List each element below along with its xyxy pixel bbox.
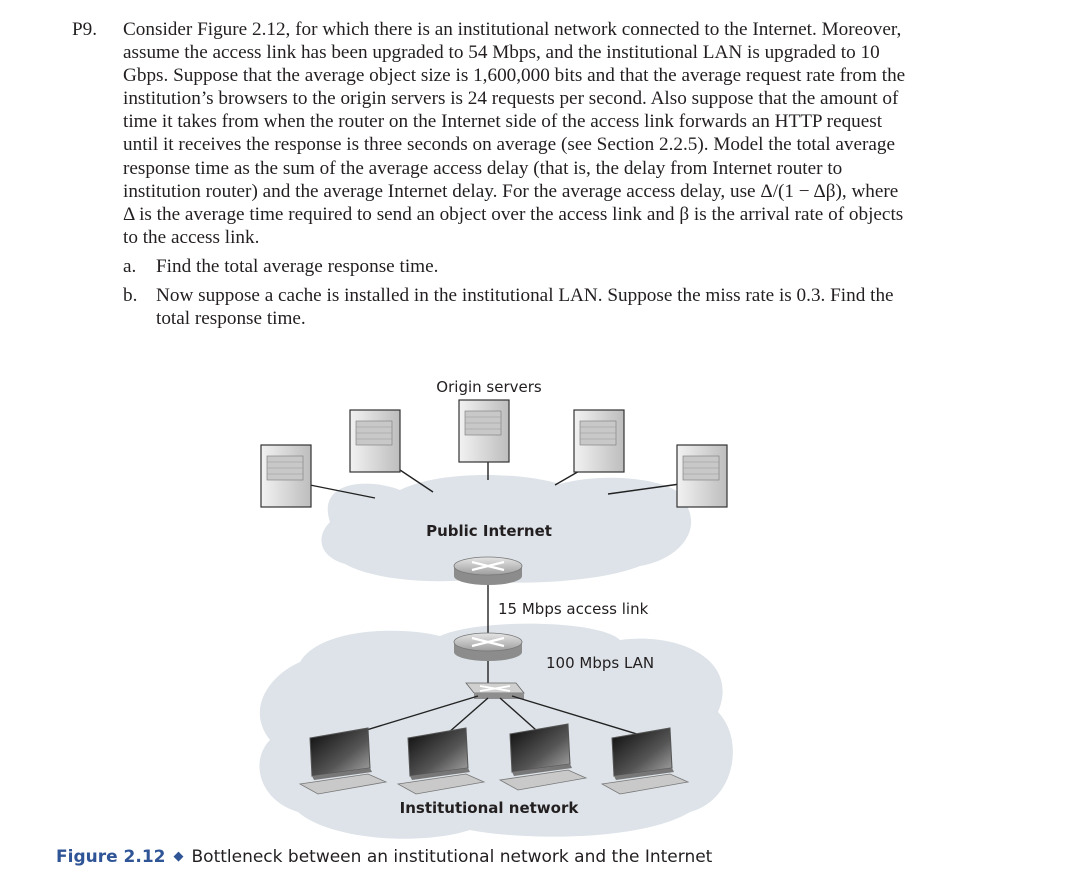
institution-router-icon — [453, 632, 523, 661]
part-a-label: a. — [123, 255, 137, 277]
institutional-network-label: Institutional network — [400, 799, 580, 817]
problem-p9: P9. Consider Figure 2.12, for which ther… — [72, 18, 912, 330]
lan-links — [349, 695, 641, 736]
problem-label: P9. — [72, 19, 98, 40]
host-computer-1 — [298, 727, 388, 795]
problem-text: Consider Figure 2.12, for which there is… — [123, 19, 906, 248]
host-computer-3 — [498, 723, 588, 791]
host-computer-4 — [600, 727, 690, 795]
lan-switch-icon — [465, 682, 525, 699]
public-internet-label: Public Internet — [426, 522, 552, 540]
part-b-text: Now suppose a cache is installed in the … — [156, 285, 894, 330]
server-1 — [260, 444, 312, 508]
access-link-label: 15 Mbps access link — [498, 600, 649, 618]
part-b-label: b. — [123, 285, 138, 307]
part-a-text: Find the total average response time. — [156, 255, 439, 277]
caption-text: Bottleneck between an institutional netw… — [191, 847, 713, 867]
public-internet-cloud — [321, 474, 692, 583]
server-5 — [676, 444, 728, 508]
diamond-icon: ◆ — [173, 849, 184, 864]
origin-servers-label: Origin servers — [436, 378, 542, 396]
part-a: a. Find the total average response time. — [123, 255, 912, 278]
server-4 — [573, 409, 625, 473]
host-computer-2 — [396, 727, 486, 795]
internet-router-icon — [453, 556, 523, 585]
server-2 — [349, 409, 401, 473]
problem-parts: a. Find the total average response time.… — [72, 255, 912, 330]
figure-number: Figure 2.12 — [56, 847, 166, 867]
server-3 — [458, 399, 510, 463]
part-b: b. Now suppose a cache is installed in t… — [123, 284, 912, 330]
figure-caption: Figure 2.12 ◆ Bottleneck between an instit… — [56, 847, 712, 867]
lan-label: 100 Mbps LAN — [546, 654, 654, 672]
